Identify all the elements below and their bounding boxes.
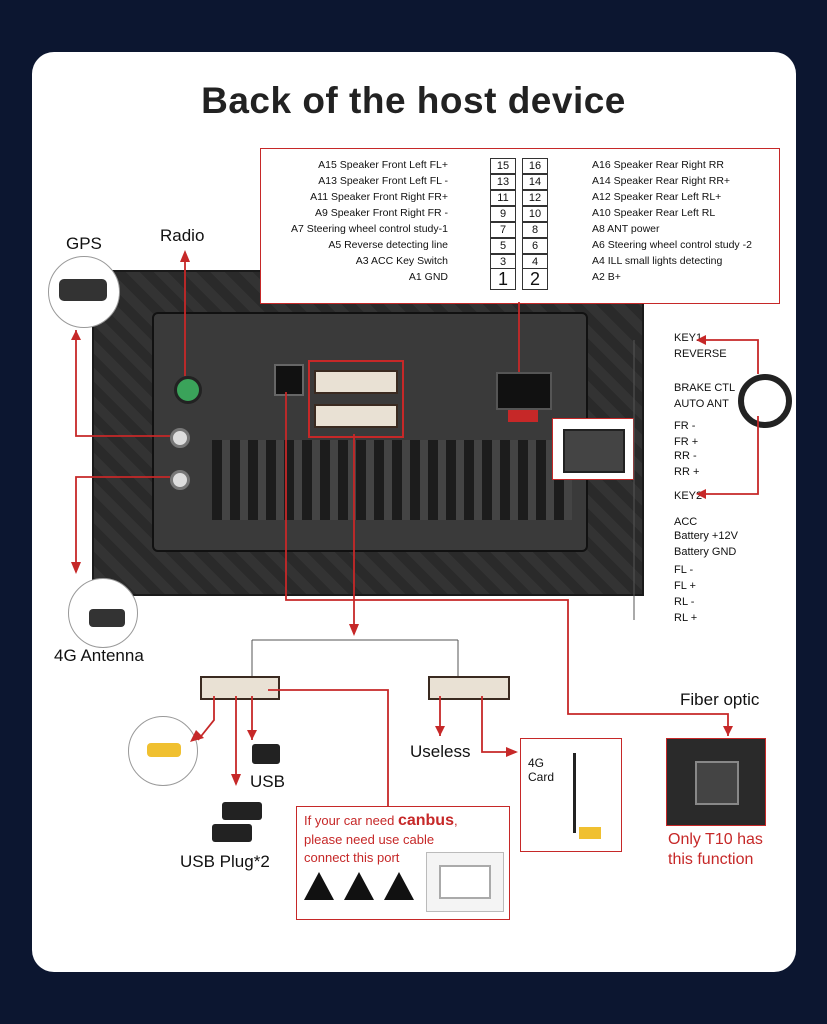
signal-label: ACC bbox=[674, 516, 698, 528]
pin-label-left-13: A13 Speaker Front Left FL - bbox=[318, 175, 448, 187]
diagram-title: Back of the host device bbox=[201, 80, 626, 121]
fiber-optic-port bbox=[274, 364, 304, 396]
pin-label-left-3: A3 ACC Key Switch bbox=[355, 255, 448, 267]
rca-cable-image bbox=[128, 716, 198, 786]
only-t10-note: Only T10 has this function bbox=[668, 831, 763, 868]
signal-label: RR - bbox=[674, 450, 697, 462]
fiber-optic-callout bbox=[666, 738, 766, 826]
usb-plug-image-2 bbox=[212, 824, 252, 842]
4g-card-callout bbox=[520, 738, 622, 852]
signal-label: REVERSE bbox=[674, 348, 727, 360]
pinout-diagram bbox=[260, 148, 780, 304]
canbus-line3: connect this port bbox=[304, 850, 400, 865]
heat-sink-fins bbox=[212, 440, 572, 520]
steering-connector-callout bbox=[552, 418, 634, 480]
pin-12: 12 bbox=[522, 190, 548, 206]
pin-2: 2 bbox=[522, 268, 548, 290]
top-white-connector bbox=[314, 370, 398, 394]
pin-8: 8 bbox=[522, 222, 548, 238]
usb-plug-image-1 bbox=[222, 802, 262, 820]
radio-port bbox=[174, 376, 202, 404]
pin-label-right-10: A10 Speaker Rear Left RL bbox=[592, 207, 716, 219]
pin-16: 16 bbox=[522, 158, 548, 174]
signal-label: RL - bbox=[674, 596, 695, 608]
useless-harness-connector bbox=[428, 676, 510, 700]
gps-antenna-image bbox=[48, 256, 120, 328]
pin-label-left-7: A7 Steering wheel control study-1 bbox=[290, 223, 448, 235]
radio-label: Radio bbox=[160, 226, 205, 245]
bottom-white-connector bbox=[314, 404, 398, 428]
signal-label: AUTO ANT bbox=[674, 398, 729, 410]
pin-14: 14 bbox=[522, 174, 548, 190]
pin-label-left-5: A5 Reverse detecting line bbox=[328, 239, 448, 251]
pin-label-right-2: A2 B+ bbox=[592, 271, 621, 283]
pin-label-right-12: A12 Speaker Rear Left RL+ bbox=[592, 191, 722, 203]
fiber-optic-label: Fiber optic bbox=[680, 690, 760, 709]
usb-label: USB bbox=[250, 772, 285, 791]
pin-10: 10 bbox=[522, 206, 548, 222]
pin-5: 5 bbox=[490, 238, 516, 254]
4g-antenna-image bbox=[68, 578, 138, 648]
usb-cable-image bbox=[252, 744, 280, 764]
canbus-port-image bbox=[426, 852, 504, 912]
steering-harness-socket bbox=[508, 410, 538, 422]
signal-label: Battery +12V bbox=[674, 530, 738, 542]
useless-label: Useless bbox=[410, 742, 471, 761]
pin-11: 11 bbox=[490, 190, 516, 206]
canbus-line1: If your car need canbus, bbox=[304, 812, 458, 830]
pin-7: 7 bbox=[490, 222, 516, 238]
pin-label-right-16: A16 Speaker Rear Right RR bbox=[592, 159, 724, 171]
pin-9: 9 bbox=[490, 206, 516, 222]
4g-card-label: 4G Card bbox=[528, 756, 555, 784]
canbus-line1-post: , bbox=[453, 813, 458, 828]
canbus-keyword: canbus bbox=[397, 812, 454, 829]
pin-label-left-15: A15 Speaker Front Left FL+ bbox=[318, 159, 448, 171]
warning-icon-2 bbox=[344, 872, 374, 900]
warning-icon-3 bbox=[384, 872, 414, 900]
signal-label: FL + bbox=[674, 580, 696, 592]
gps-label: GPS bbox=[66, 234, 102, 253]
signal-label: KEY2 bbox=[674, 490, 703, 502]
4g-antenna-label: 4G Antenna bbox=[54, 646, 144, 665]
usb-plug-label: USB Plug*2 bbox=[180, 852, 270, 871]
pin-label-right-6: A6 Steering wheel control study -2 bbox=[592, 239, 752, 251]
pin-1: 1 bbox=[490, 268, 516, 290]
signal-label: Battery GND bbox=[674, 546, 737, 558]
canbus-line1-pre: If your car need bbox=[304, 813, 398, 828]
steering-wheel-icon bbox=[738, 374, 792, 428]
gps-port bbox=[170, 428, 190, 448]
signal-label: RL + bbox=[674, 612, 698, 624]
pin-15: 15 bbox=[490, 158, 516, 174]
canbus-line2: please need use cable bbox=[304, 832, 435, 847]
signal-label: KEY1 bbox=[674, 332, 703, 344]
pin-label-right-4: A4 ILL small lights detecting bbox=[592, 255, 723, 267]
signal-label: FR + bbox=[674, 436, 699, 448]
signal-label: FL - bbox=[674, 564, 694, 576]
pin-label-left-1: A1 GND bbox=[408, 271, 448, 283]
pin-label-right-8: A8 ANT power bbox=[592, 223, 660, 235]
usb-rca-harness-connector bbox=[200, 676, 280, 700]
pin-6: 6 bbox=[522, 238, 548, 254]
signal-label: FR - bbox=[674, 420, 696, 432]
pin-label-left-11: A11 Speaker Front Right FR+ bbox=[310, 191, 448, 203]
main-harness-socket bbox=[496, 372, 552, 410]
usb-connector-block bbox=[308, 360, 404, 438]
pin-label-left-9: A9 Speaker Front Right FR - bbox=[314, 207, 448, 219]
pin-label-right-14: A14 Speaker Rear Right RR+ bbox=[592, 175, 731, 187]
pin-13: 13 bbox=[490, 174, 516, 190]
4g-antenna-port bbox=[170, 470, 190, 490]
warning-icon-1 bbox=[304, 872, 334, 900]
signal-label: BRAKE CTL bbox=[674, 382, 736, 394]
signal-label: RR + bbox=[674, 466, 700, 478]
